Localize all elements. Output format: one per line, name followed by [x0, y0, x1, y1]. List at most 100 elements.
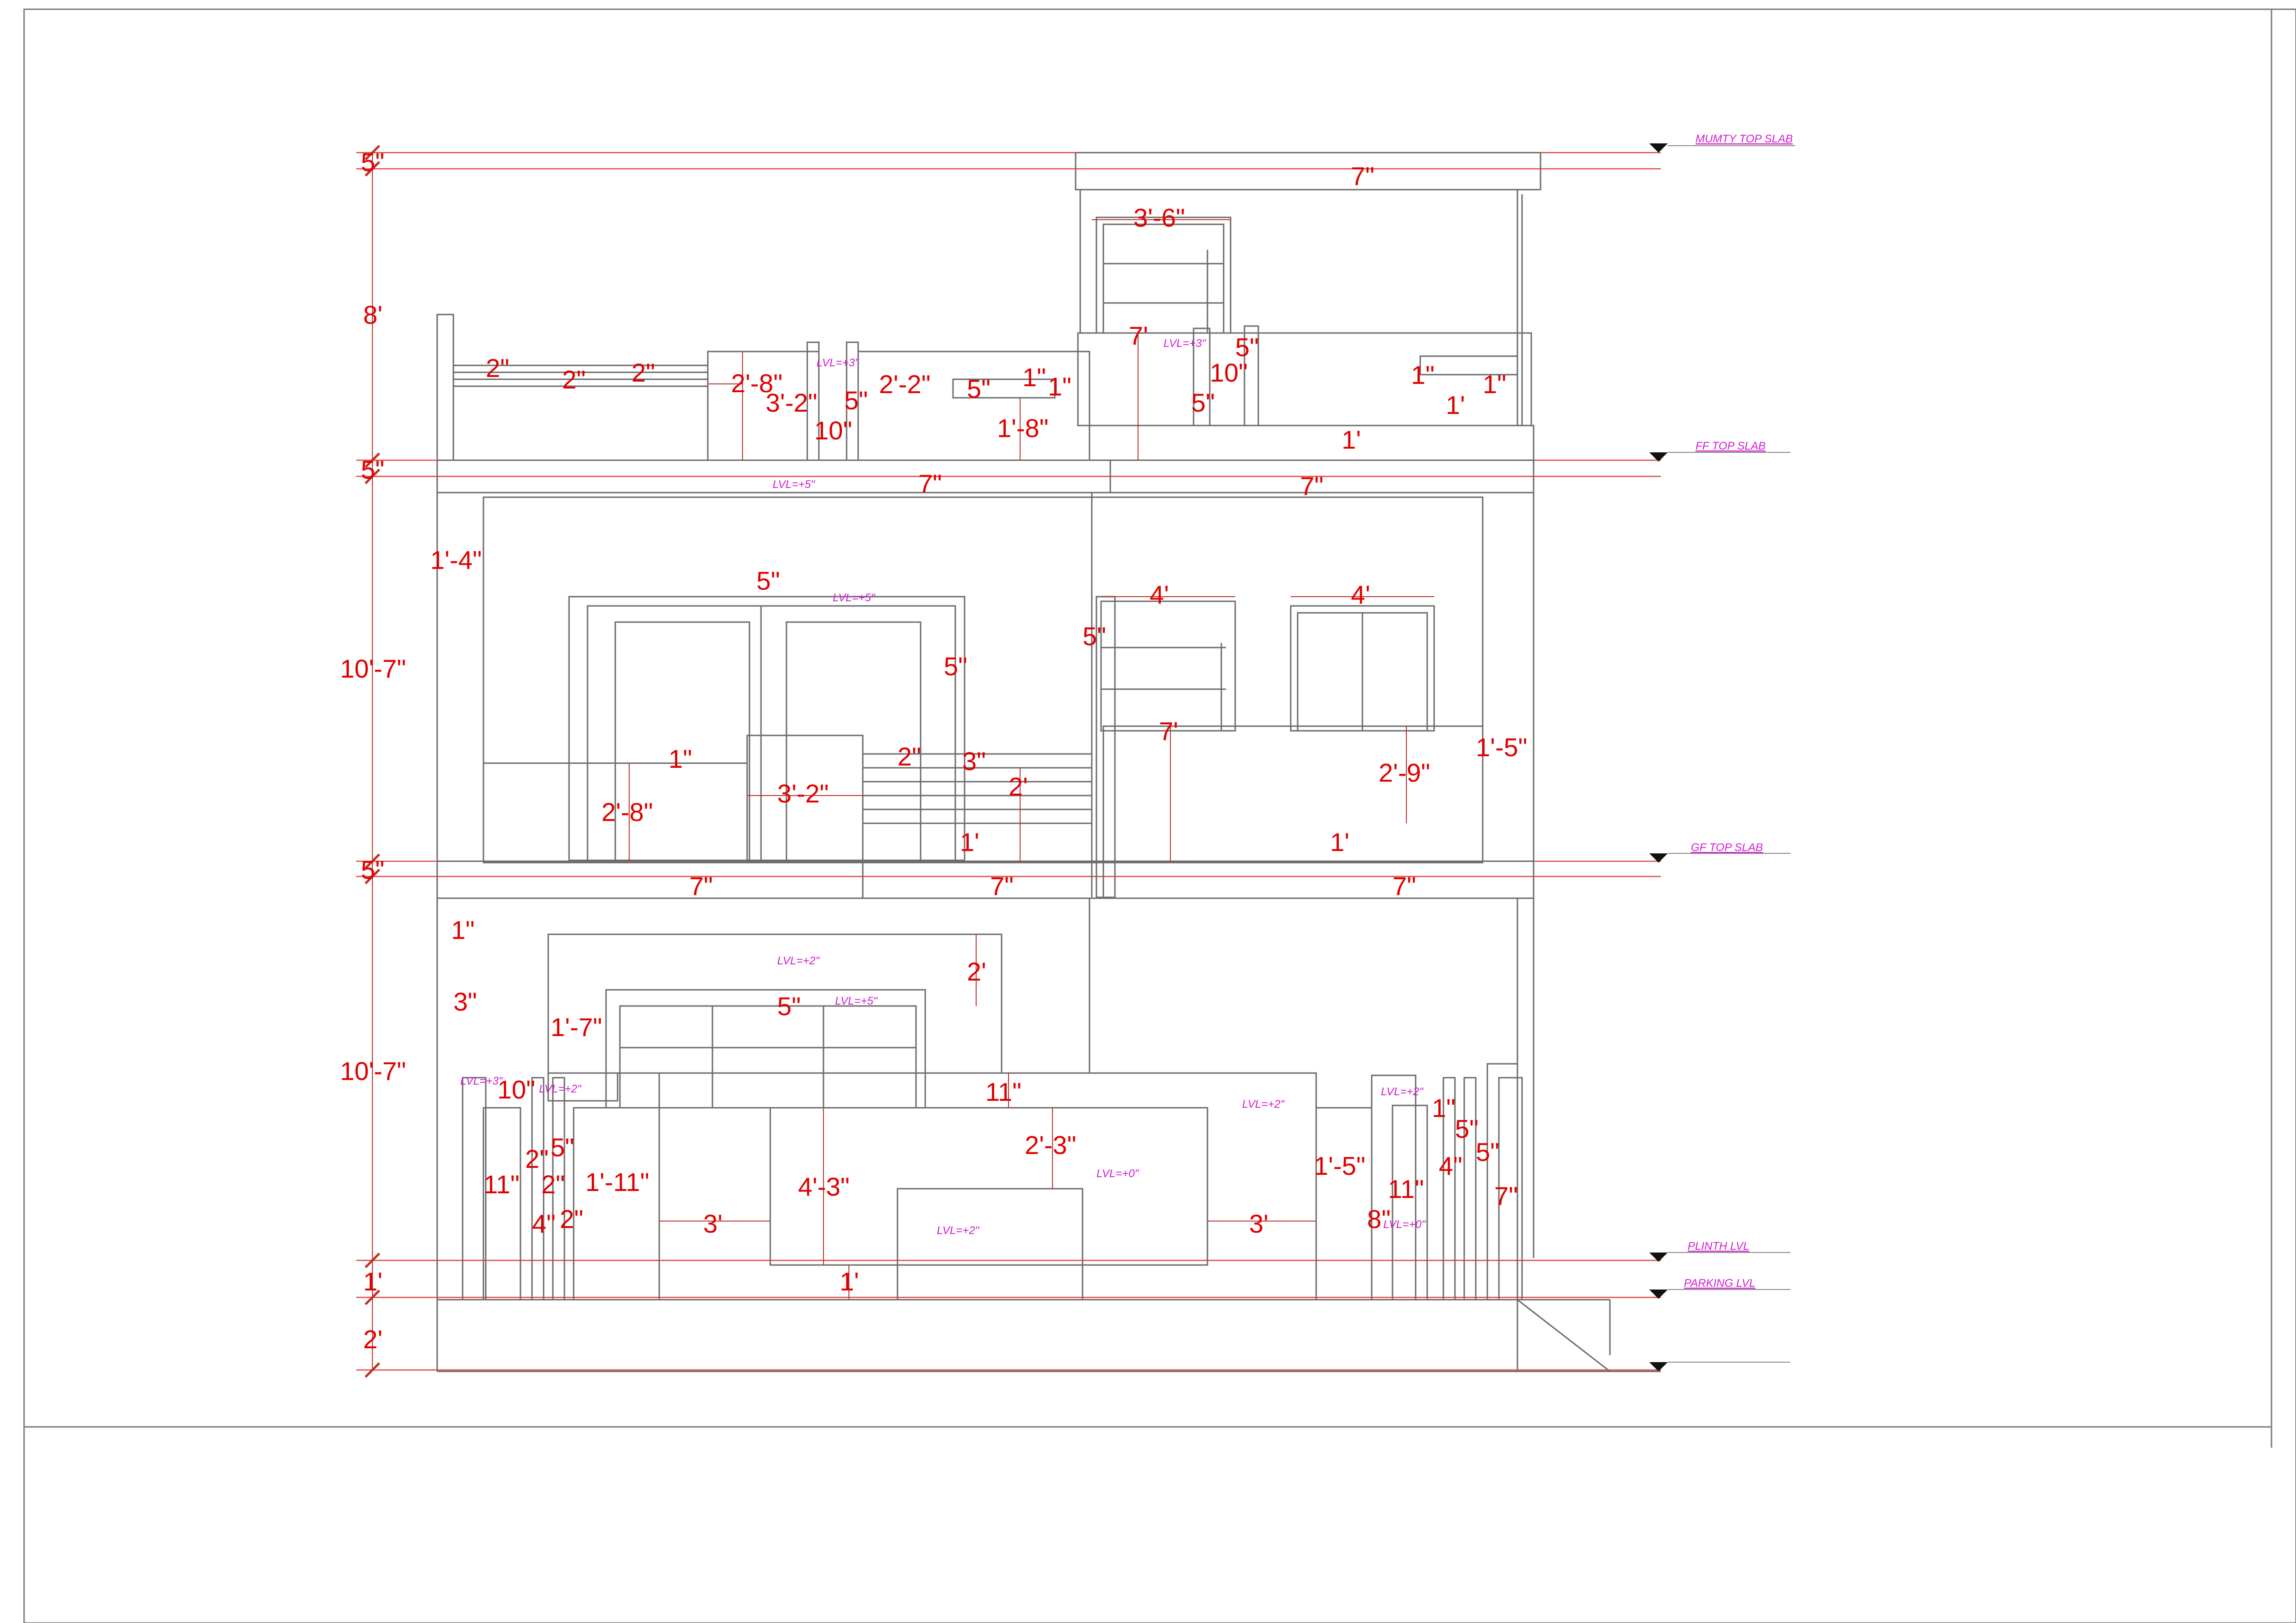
- dim-label: 2'-2": [879, 370, 931, 399]
- dim-label: 10": [814, 416, 852, 445]
- level-label-gf-top: GF TOP SLAB: [1691, 841, 1763, 854]
- lvl-note: LVL=+2": [937, 1224, 980, 1237]
- dim-label: 8': [363, 300, 383, 329]
- dim-label: 4': [1351, 580, 1370, 609]
- dim-label: 3": [453, 987, 477, 1016]
- dim-label: 7": [1494, 1181, 1518, 1210]
- dim-label: 1": [1022, 363, 1046, 392]
- dim-label: 1": [1432, 1093, 1455, 1123]
- dim-label: 3'-2": [777, 779, 829, 808]
- lvl-note: LVL=+2": [777, 955, 820, 967]
- dim-label: 4": [532, 1209, 556, 1238]
- dim-label: 1': [1330, 827, 1349, 857]
- dim-label: 5": [777, 992, 801, 1021]
- lvl-note: LVL=+3": [817, 357, 860, 369]
- level-label-mumty: MUMTY TOP SLAB: [1696, 133, 1793, 145]
- dim-label: 2': [1009, 772, 1028, 801]
- dim-label: 1': [1342, 425, 1361, 454]
- dim-label: 5": [1235, 333, 1259, 362]
- dim-label: 2'-9": [1379, 758, 1430, 787]
- dim-label: 7": [1300, 471, 1324, 500]
- dim-label: 5": [1455, 1114, 1479, 1143]
- dim-label: 10": [497, 1075, 535, 1104]
- dimension-labels: 5" 8' 5" 10'-7" 5" 10'-7" 1' 2' 7" 3'-6"…: [340, 148, 1528, 1354]
- dim-label: 7': [1129, 321, 1148, 350]
- level-markers: [1649, 143, 1795, 1371]
- dim-label: 1": [451, 915, 475, 944]
- lvl-note: LVL=+2": [1381, 1086, 1424, 1098]
- dim-label: 8": [1367, 1204, 1391, 1234]
- dim-label: 1'-5": [1314, 1151, 1366, 1180]
- dim-label: 7": [918, 469, 942, 498]
- dim-label: 2'-8": [731, 369, 783, 398]
- lvl-note: LVL=+5": [773, 478, 816, 491]
- dim-label: 2": [541, 1170, 565, 1199]
- level-notes: LVL=+3" LVL=+3" LVL=+5" LVL=+5" LVL=+2" …: [460, 337, 1426, 1237]
- dim-label: 3': [703, 1209, 723, 1238]
- lvl-note: LVL=+5": [835, 995, 878, 1007]
- dim-label: 7": [1392, 871, 1416, 901]
- dim-label: 11": [985, 1077, 1021, 1106]
- dim-label: 1'-7": [551, 1012, 602, 1042]
- dim-label: 2": [631, 358, 655, 387]
- dim-label: 1'-11": [585, 1167, 650, 1197]
- dim-label: 5": [844, 386, 868, 415]
- dim-label: 10'-7": [340, 1056, 406, 1086]
- dim-label: 10'-7": [340, 654, 406, 683]
- lvl-note: LVL=+3": [460, 1075, 503, 1087]
- dim-label: 2': [363, 1325, 383, 1354]
- lvl-note: LVL=+3": [1163, 337, 1207, 350]
- dim-label: 7': [1159, 716, 1178, 746]
- dim-label: 3": [962, 747, 986, 776]
- dim-label: 2": [486, 353, 509, 383]
- left-vertical-dimension: [365, 145, 380, 1378]
- dim-label: 1": [1411, 360, 1435, 389]
- dim-label: 5": [1083, 622, 1106, 651]
- level-label-parking: PARKING LVL: [1684, 1277, 1755, 1290]
- dim-label: 3': [1249, 1209, 1269, 1238]
- dim-label: 3'-2": [766, 388, 817, 417]
- dim-label: 2": [560, 1204, 583, 1234]
- dim-label: 2": [525, 1144, 549, 1173]
- dim-label: 1': [960, 827, 979, 857]
- dim-label: 2': [967, 957, 986, 986]
- sheet-border: [23, 8, 2296, 1623]
- dim-label: 5": [361, 148, 384, 177]
- dim-label: 2": [562, 365, 586, 394]
- dim-label: 2'-8": [601, 797, 653, 827]
- dim-label: 5": [1476, 1137, 1499, 1166]
- dim-label: 1'-8": [997, 413, 1049, 443]
- dim-label: 4": [1439, 1151, 1462, 1180]
- dim-label: 5": [1191, 388, 1215, 417]
- lvl-note: LVL=+2": [539, 1083, 582, 1095]
- dim-label: 10": [1210, 358, 1248, 387]
- dim-label: 5": [756, 566, 780, 595]
- dim-label: 1': [1446, 390, 1465, 420]
- dim-label: 1": [668, 744, 692, 773]
- dim-label: 1': [363, 1267, 383, 1296]
- dim-label: 11": [1388, 1174, 1424, 1203]
- lvl-note: LVL=+2": [1242, 1098, 1285, 1111]
- dim-label: 5": [551, 1133, 574, 1162]
- dim-label: 1'-4": [430, 545, 482, 574]
- dim-label: 1': [840, 1267, 859, 1296]
- dim-label: 5": [361, 455, 384, 484]
- dim-label: 4': [1150, 580, 1169, 609]
- dim-label: 3'-6": [1133, 203, 1185, 232]
- lvl-note: LVL=+5": [833, 592, 876, 604]
- lvl-note: LVL=+0": [1096, 1167, 1139, 1180]
- dim-label: 1": [1483, 370, 1506, 399]
- dim-label: 7": [689, 871, 713, 901]
- dim-label: 4'-3": [798, 1172, 850, 1201]
- dim-label: 7": [990, 871, 1014, 901]
- dim-label: 5": [967, 374, 990, 403]
- interior-dimension-lines: [629, 219, 1434, 1300]
- dim-label: 1'-5": [1476, 733, 1528, 762]
- level-label-ff-top: FF TOP SLAB: [1696, 440, 1766, 452]
- dim-label: 2'-3": [1025, 1130, 1077, 1160]
- dim-label: 7": [1351, 161, 1374, 191]
- lvl-note: LVL=+0": [1383, 1218, 1426, 1231]
- dim-label: 2": [897, 742, 921, 771]
- dim-label: 1": [1048, 372, 1071, 401]
